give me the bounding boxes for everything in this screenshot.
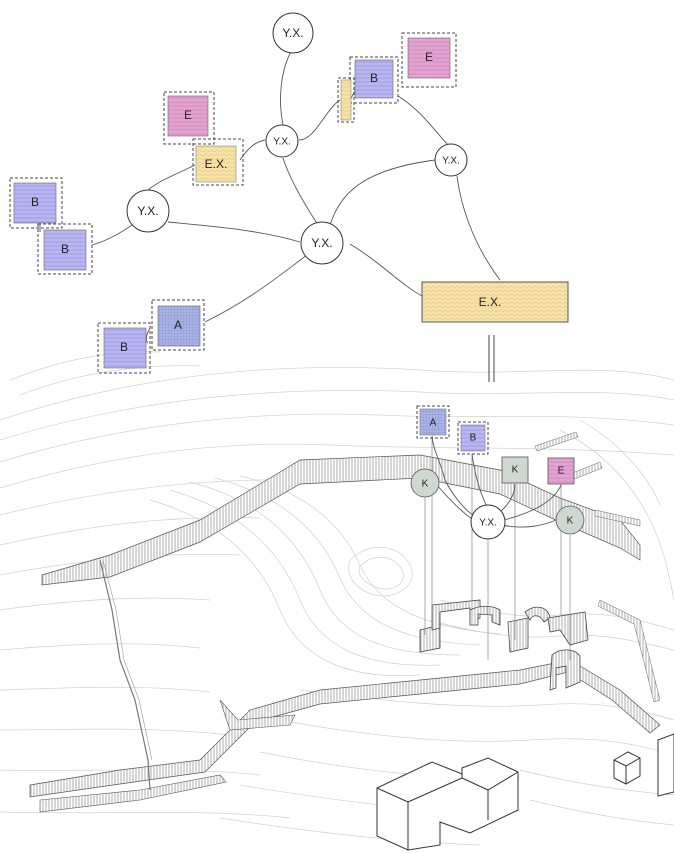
site-box-k-label: K [512, 465, 519, 476]
upper-edges [39, 47, 501, 344]
box-a-bottom-label: A [174, 318, 182, 332]
site-box-b-label: B [470, 433, 477, 444]
site-node-k-right: K [555, 505, 585, 535]
upper-right-walls [534, 431, 661, 703]
box-e-left-label: E [184, 108, 192, 122]
box-b-far-left-bottom: B [37, 223, 93, 275]
site-ruins [419, 599, 589, 691]
house-block-small [613, 733, 674, 797]
node-yx-mid: Y.X. [265, 124, 299, 158]
box-b-top-right-label: B [370, 71, 378, 85]
box-b-far-left-top: B [9, 177, 63, 229]
site-box-b: B [457, 421, 489, 455]
site-box-a: A [416, 405, 450, 439]
node-yx-right-label: Y.X. [442, 156, 460, 167]
node-yx-mid-label: Y.X. [273, 137, 291, 148]
box-e-top-right-label: E [425, 50, 433, 64]
site-box-e: E [547, 457, 575, 485]
node-yx-top: Y.X. [272, 12, 314, 54]
box-b-bottom-label: B [120, 340, 128, 354]
node-yx-top-label: Y.X. [282, 26, 303, 40]
site-box-a-label: A [430, 418, 437, 429]
box-b-far-left-top-label: B [31, 195, 39, 209]
site-node-yx-label: Y.X. [479, 518, 497, 529]
box-b-top-right: B [349, 56, 399, 104]
box-ex-small-label: E.X. [205, 157, 228, 171]
node-yx-left-label: Y.X. [137, 204, 158, 218]
box-b-far-left-bottom-label: B [61, 242, 69, 256]
site-node-k-right-label: K [567, 516, 574, 527]
node-yx-left: Y.X. [126, 189, 170, 233]
box-ex-small: E.X. [192, 138, 244, 186]
site-box-k: K [501, 456, 529, 484]
site-node-k-left-label: K [422, 479, 429, 490]
node-yx-center: Y.X. [300, 221, 344, 265]
box-e-left: E [163, 91, 215, 145]
house-block-large [376, 757, 519, 851]
box-a-bottom: A [151, 299, 205, 351]
node-yx-center-label: Y.X. [311, 236, 332, 250]
box-ex-large-label: E.X. [479, 295, 502, 309]
box-yellow-thin [337, 77, 355, 123]
terrace-walls [29, 454, 661, 813]
site-node-yx: Y.X. [470, 504, 506, 540]
box-b-bottom: B [97, 322, 151, 374]
site-node-k-left: K [410, 468, 440, 498]
site-box-e-label: E [558, 466, 565, 477]
box-e-top-right: E [401, 32, 457, 88]
terrain-contours [0, 351, 674, 846]
node-yx-right: Y.X. [434, 143, 468, 177]
box-ex-large: E.X. [421, 281, 569, 323]
connector-equal [488, 335, 495, 382]
